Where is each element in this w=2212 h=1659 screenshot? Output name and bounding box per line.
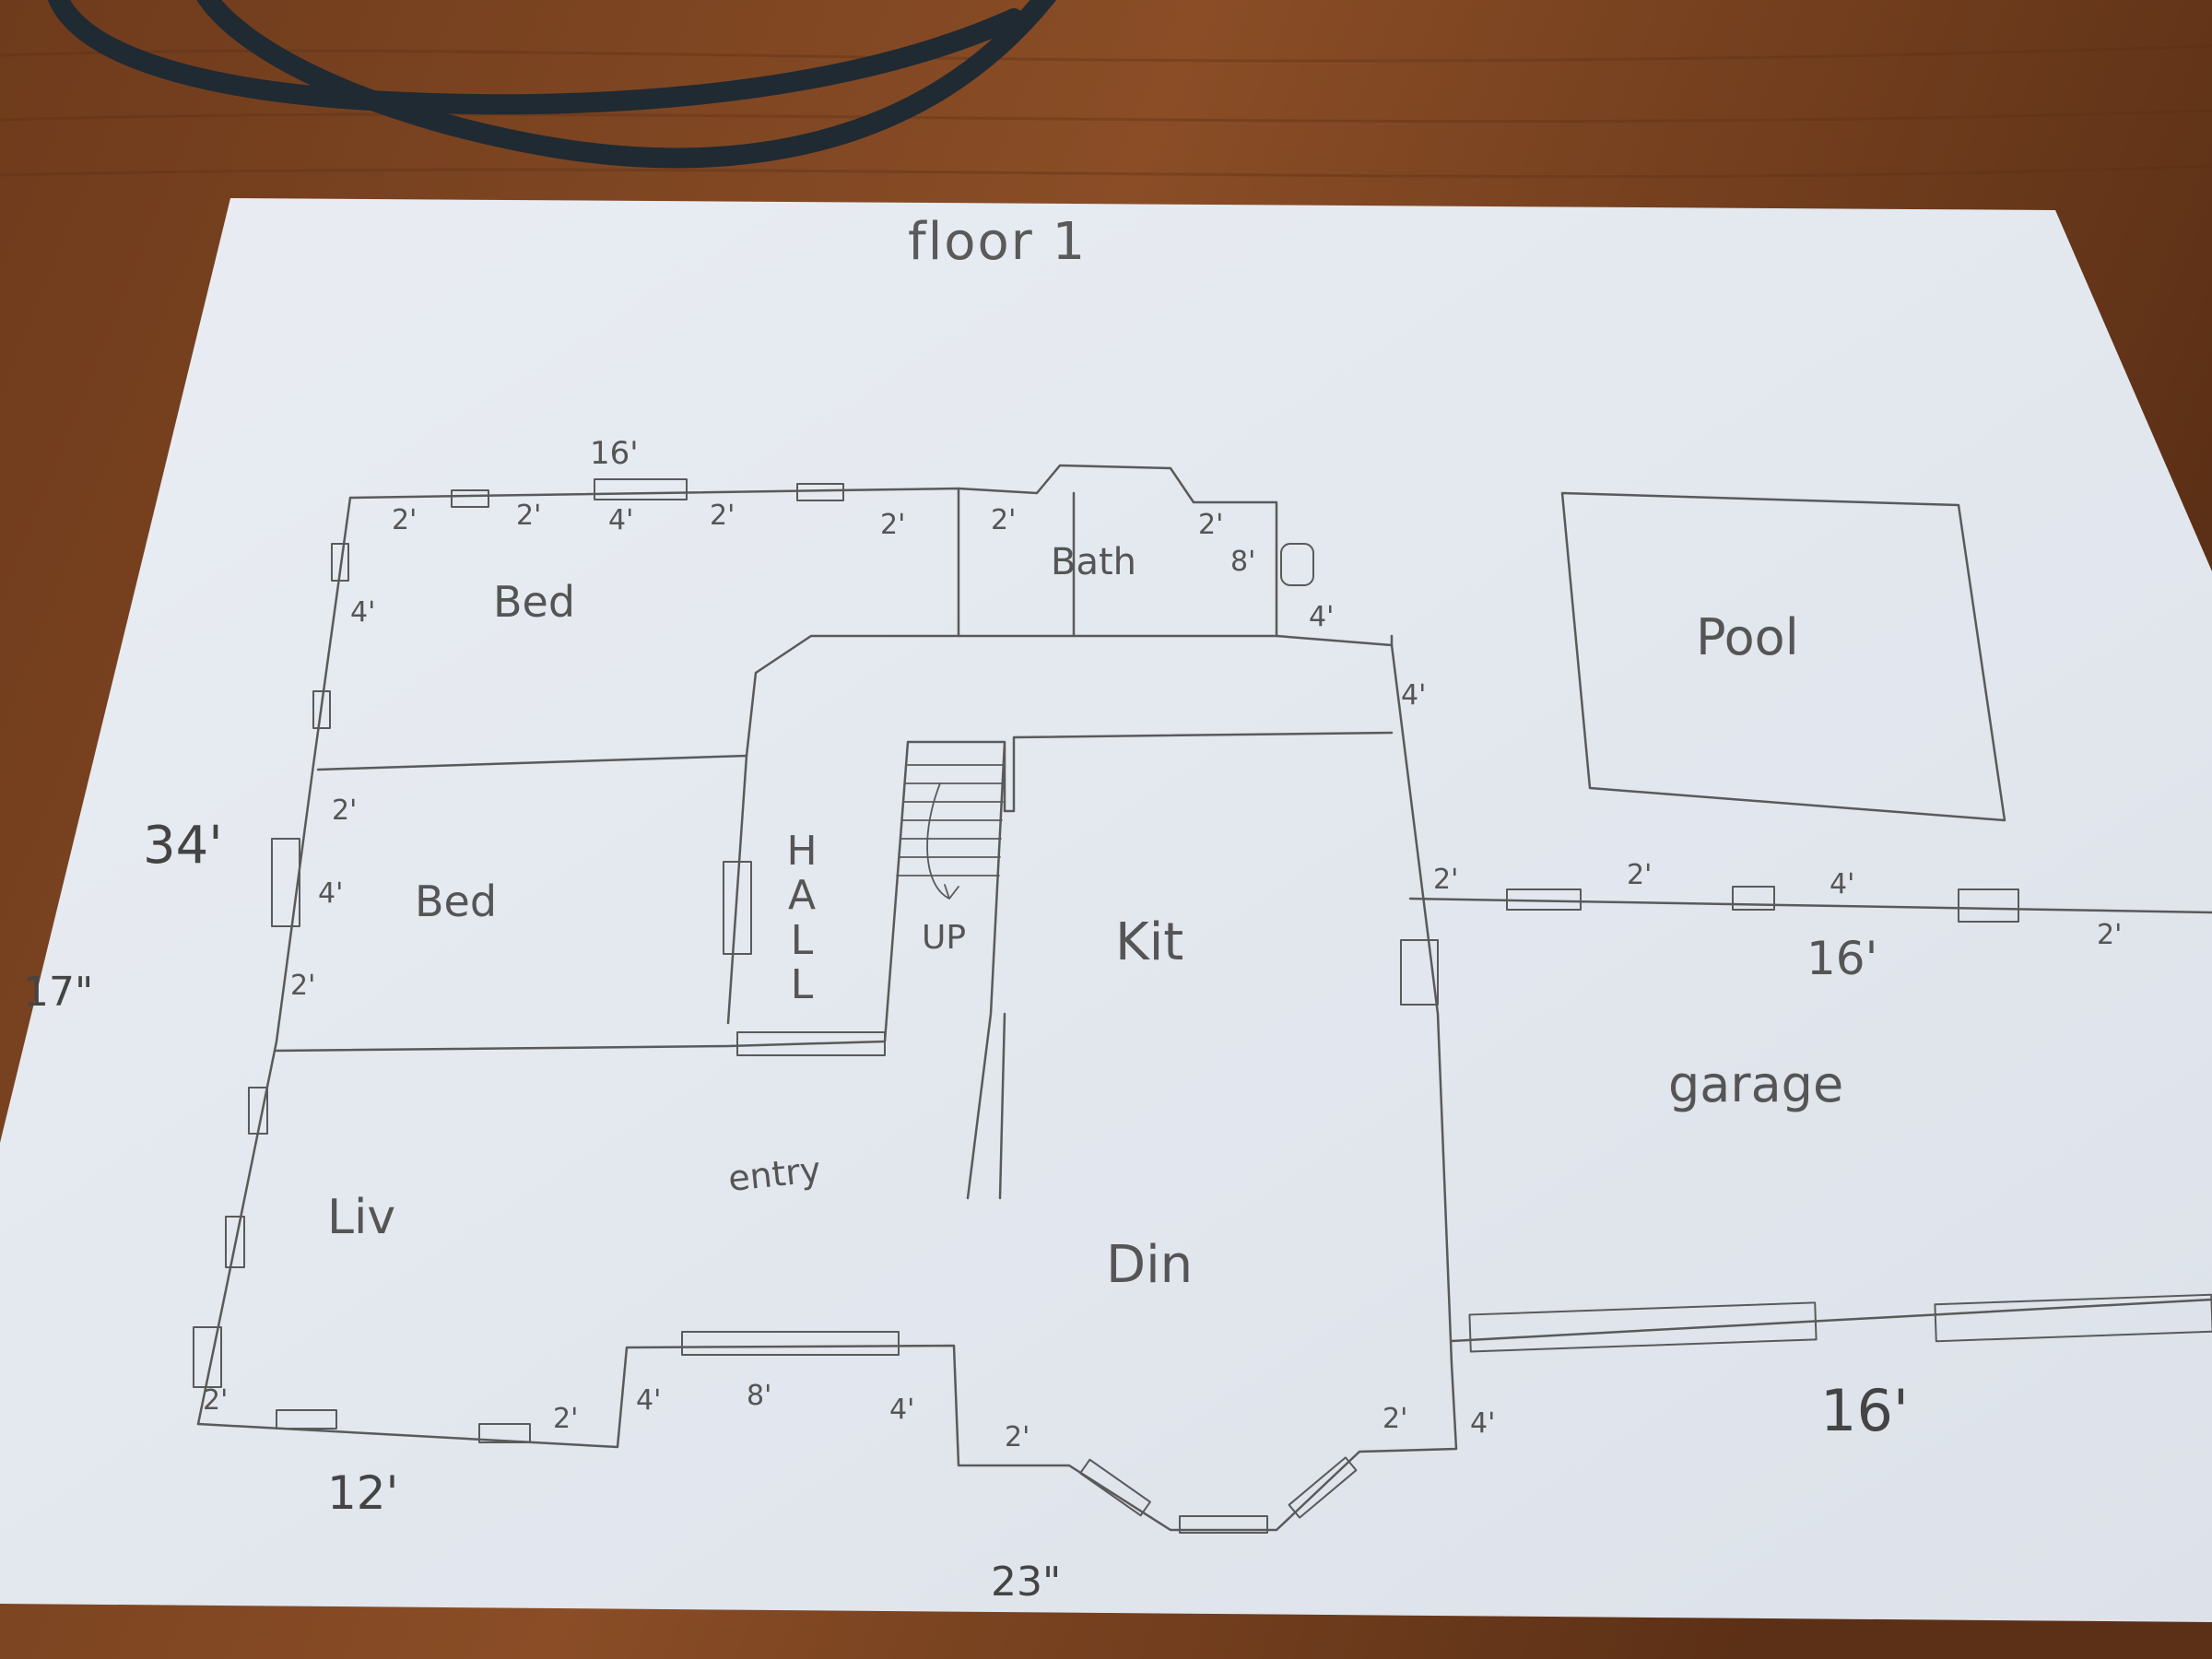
room-label-living: Liv (327, 1190, 396, 1245)
dim-garage-bottom: 16' (1820, 1377, 1909, 1444)
dim-top-wall: 16' (590, 435, 639, 472)
windows (193, 478, 2212, 1534)
dim-2ft: 2' (1198, 509, 1224, 541)
room-label-hall: HALL (786, 828, 818, 1009)
dim-front-bay: 8' (747, 1380, 772, 1412)
dim-2ft: 2' (1627, 859, 1653, 891)
dim-2ft: 2' (880, 509, 906, 541)
dim-2ft: 2' (516, 500, 542, 532)
dim-2ft: 2' (553, 1403, 579, 1435)
room-label-kitchen: Kit (1115, 912, 1184, 972)
dim-bath-depth: 8' (1230, 546, 1256, 578)
room-label-entry: entry (725, 1148, 823, 1200)
room-label-bed-top: Bed (493, 577, 576, 627)
dim-2ft: 2' (392, 504, 418, 536)
sheet-title: floor 1 (908, 212, 1088, 272)
dim-bottom-left: 12' (327, 1466, 399, 1520)
room-label-bath: Bath (1051, 541, 1136, 583)
dim-sheet-bottom: 23" (991, 1559, 1062, 1606)
room-label-stairs-up: UP (922, 919, 967, 957)
wall-west (196, 496, 352, 1426)
dim-4ft: 4' (636, 1384, 662, 1417)
dim-2ft: 2' (1382, 1403, 1408, 1435)
dim-4ft: 4' (1470, 1407, 1496, 1440)
wall-bath (957, 487, 1394, 647)
dim-garage-top: 16' (1806, 932, 1878, 985)
wall-south (196, 634, 1458, 1532)
stair-treads (896, 764, 1006, 900)
dim-4ft: 4' (608, 504, 634, 536)
dim-4ft: 4' (1401, 679, 1427, 712)
pool-outline (1560, 491, 2006, 822)
room-label-garage: garage (1668, 1055, 1844, 1113)
wall-kitchen (998, 1012, 1006, 1200)
wall-garage (1408, 897, 2212, 1343)
dim-4ft: 4' (889, 1394, 915, 1426)
room-label-bed-middle: Bed (415, 877, 498, 926)
paper-sheet (0, 198, 2212, 1622)
room-label-pool: Pool (1696, 608, 1799, 666)
wall-bed-living (275, 1040, 887, 1053)
wall-bed-divider (316, 754, 748, 771)
dim-4ft: 4' (1830, 868, 1855, 900)
dim-2ft: 2' (991, 504, 1017, 536)
floor-plan (193, 464, 2212, 1534)
dim-2ft: 2' (290, 970, 316, 1002)
dim-2ft: 2' (203, 1384, 229, 1417)
black-cable (47, 0, 1057, 169)
dim-4ft: 4' (350, 596, 376, 629)
dim-2ft: 2' (2097, 919, 2123, 951)
dim-sheet-side: 17" (23, 969, 94, 1016)
room-label-dining: Din (1106, 1235, 1194, 1295)
dim-2ft: 2' (332, 794, 358, 827)
stair-outline (883, 731, 1394, 1200)
dim-2ft: 2' (710, 500, 735, 532)
dim-2ft: 2' (1433, 864, 1459, 896)
dim-4ft: 4' (1309, 601, 1335, 633)
dim-left-wall: 34' (143, 816, 223, 876)
dim-2ft: 2' (1005, 1421, 1030, 1453)
dim-4ft: 4' (318, 877, 344, 910)
wall-north (348, 464, 1278, 638)
